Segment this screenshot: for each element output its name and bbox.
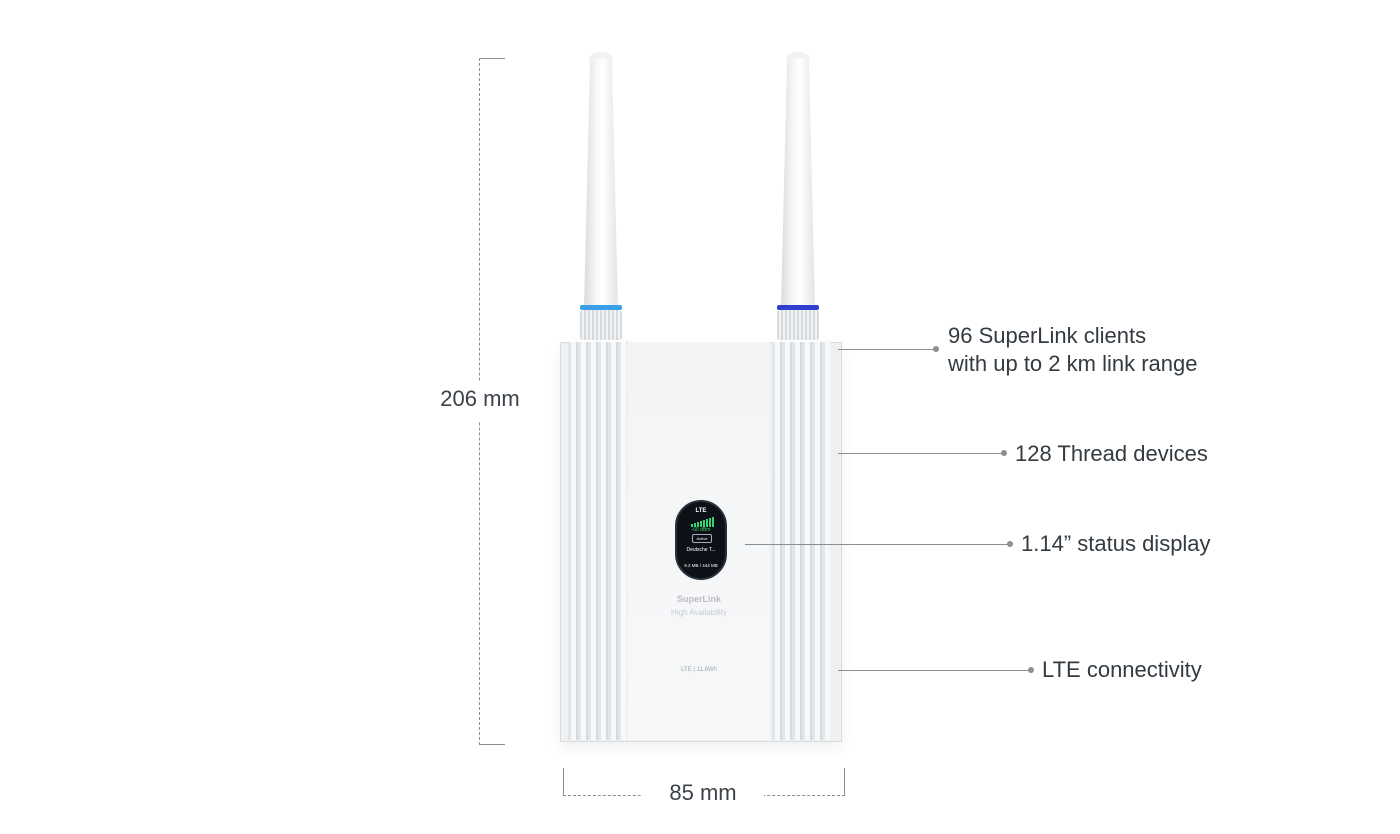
width-dimension-cap-right <box>844 768 845 795</box>
right-antenna-collar <box>777 310 819 340</box>
display-network: LTE <box>695 508 707 514</box>
width-dimension-label: 85 mm <box>669 780 737 805</box>
device-subtitle: High Availability <box>671 608 727 617</box>
device-brand: SuperLink <box>676 594 721 604</box>
device-bottom-badges: LTE | 11.8Wh <box>681 667 717 673</box>
width-dimension-cap-left <box>563 768 564 795</box>
display-signal: -65 dBm <box>691 527 711 533</box>
display-callout-dot <box>1007 541 1013 547</box>
right-antenna-led-ring <box>777 305 819 310</box>
left-antenna <box>584 58 618 308</box>
display-state: Active <box>692 534 712 543</box>
height-dimension-cap-bottom <box>479 744 505 745</box>
thread-callout-dot <box>1001 450 1007 456</box>
superlink-callout-line <box>838 349 936 350</box>
display-carrier: Deutsche T... <box>686 547 716 553</box>
lte-callout-line <box>838 670 1031 671</box>
left-antenna-led-ring <box>580 305 622 310</box>
display-callout-text: 1.14” status display <box>1021 531 1211 556</box>
superlink-callout-line2: with up to 2 km link range <box>948 351 1198 376</box>
thread-callout-line <box>838 453 1004 454</box>
right-antenna <box>781 58 815 308</box>
height-dimension-label: 206 mm <box>440 386 520 411</box>
display-callout-line <box>745 544 1010 545</box>
left-heat-fins <box>568 342 626 740</box>
lte-callout-text: LTE connectivity <box>1042 657 1202 682</box>
status-display: LTE -65 dBm Active Deutsche T... 9.2 MB … <box>675 500 727 580</box>
signal-bars-icon <box>691 515 714 527</box>
right-heat-fins <box>772 342 830 740</box>
display-usage: 9.2 MB / 444 MB <box>684 563 718 568</box>
superlink-callout-line1: 96 SuperLink clients <box>948 323 1147 348</box>
thread-callout-text: 128 Thread devices <box>1015 441 1208 466</box>
superlink-callout-dot <box>933 346 939 352</box>
left-antenna-collar <box>580 310 622 340</box>
lte-callout-dot <box>1028 667 1034 673</box>
height-dimension-cap-top <box>479 58 505 59</box>
